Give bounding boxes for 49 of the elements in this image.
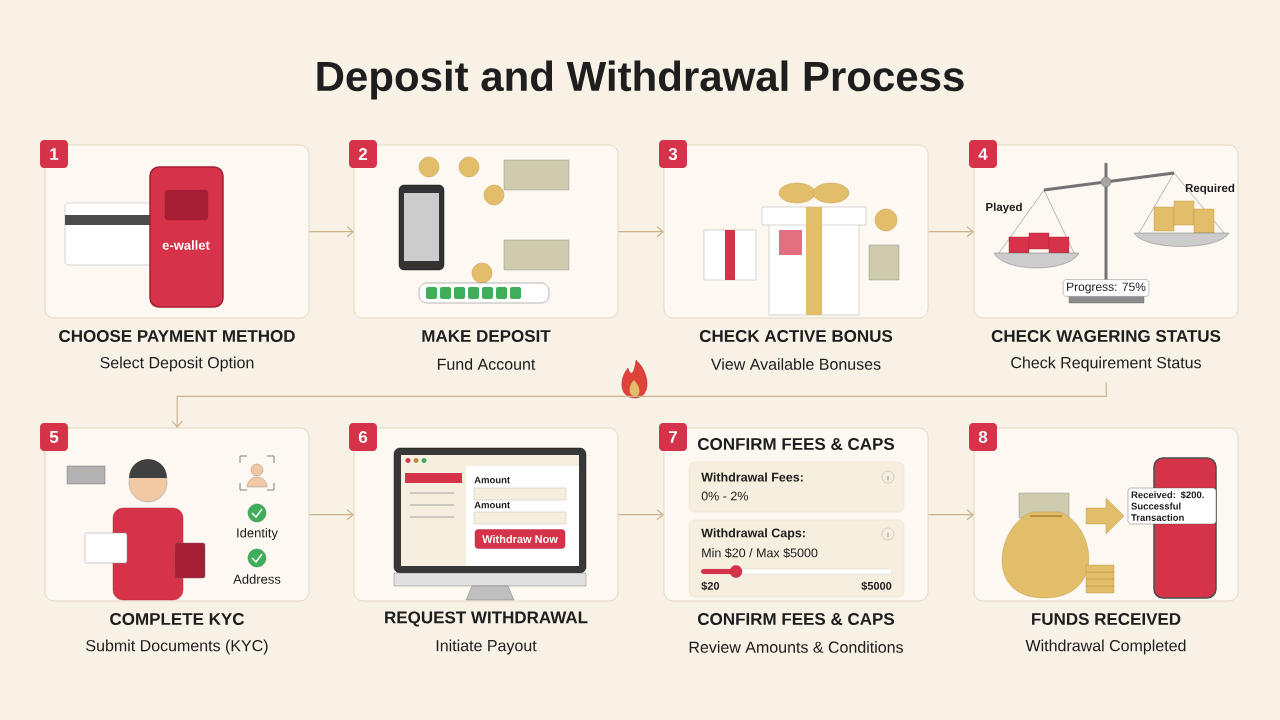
step-subtitle: View Available Bonuses [711,358,881,370]
step-title: CHECK ACTIVE BONUS [699,330,893,342]
step-subtitle: Check Requirement Status [1011,356,1201,372]
speech-bubble: Received: $200. Successful Transaction [1127,487,1217,525]
step-number-badge: 1 [40,140,68,168]
field-label: Amount [474,501,510,509]
step-subtitle: Withdrawal Completed [1025,639,1186,655]
arrow [927,226,974,238]
step-number-badge: 5 [40,423,68,451]
step-number-badge: 3 [659,140,687,168]
step-title: REQUEST WITHDRAWAL [385,611,588,627]
slider-label: $5000 [861,581,892,591]
arrow [617,509,664,521]
withdraw-button: Withdraw Now [474,529,566,549]
step-number-badge: 4 [969,140,997,168]
panel-heading: CONFIRM FEES & CAPS [698,438,895,450]
step-number-badge: 7 [659,423,687,451]
step-title: FUNDS RECEIVED [1032,612,1181,625]
arrow [927,509,974,521]
panel-value: 0% - 2% [701,491,748,501]
step-title: MAKE DEPOSIT [422,330,551,342]
step-title: CONFIRM FEES & CAPS [698,612,895,625]
step-title: CHECK WAGERING STATUS [991,330,1221,342]
step-subtitle: Select Deposit Option [100,356,254,372]
arrow [308,509,354,521]
step-title: COMPLETE KYC [110,612,245,625]
step-number-badge: 6 [349,423,377,451]
check-label: Address [233,574,281,584]
slider-label: $20 [701,581,720,591]
step-number-badge: 8 [969,423,997,451]
check-label: Identity [237,527,278,541]
panel-label: Withdrawal Caps: [701,528,805,540]
progress-badge: Progress: 75% [1062,279,1150,297]
step-subtitle: Fund Account [437,358,536,370]
step-subtitle: Submit Documents (KYC) [86,639,268,655]
step-subtitle: Initiate Payout [436,639,537,655]
step-subtitle: Review Amounts & Conditions [689,641,903,653]
diagram-title: Deposit and Withdrawal Process [317,60,964,100]
step-title: CHOOSE PAYMENT METHOD [59,330,295,342]
scale-label: Required [1185,183,1235,195]
panel-value: Min $20 / Max $5000 [702,547,818,559]
screen-label: e-wallet [162,240,210,250]
scale-label: Played [986,202,1022,214]
arrow [617,226,664,238]
field-label: Amount [474,476,510,484]
arrow [308,226,354,238]
panel-label: Withdrawal Fees: [701,472,803,482]
arrow [171,381,1107,428]
step-number-badge: 2 [349,140,377,168]
